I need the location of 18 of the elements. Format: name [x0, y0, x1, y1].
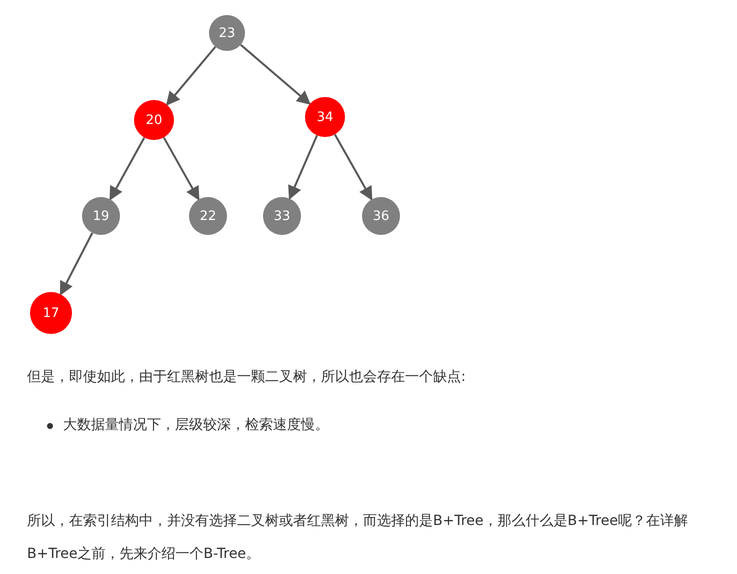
- tree-node-circle: 17: [30, 292, 72, 334]
- arrow: [334, 134, 373, 201]
- arrow: [60, 232, 94, 296]
- tree-node-circle: 34: [305, 97, 345, 137]
- arrow: [288, 134, 318, 200]
- arrow: [109, 137, 146, 201]
- paragraph-text: 所以，在索引结构中，并没有选择二叉树或者红黑树，而选择的是B+Tree，那么什么是B+Tree呢？在详解B+Tree之前，先来介绍一个B-Tree。: [27, 512, 690, 564]
- tree-node-circle: 19: [82, 197, 120, 235]
- tree-node-circle: 22: [189, 197, 227, 235]
- tree-node-circle: 20: [134, 100, 174, 140]
- paragraph-text: 但是，即使如此，由于红黑树也是一颗二叉树，所以也会存在一个缺点:: [27, 368, 467, 387]
- arrow: [240, 44, 311, 105]
- tree-node-circle: 36: [362, 197, 400, 235]
- paragraph-text: 大数据量情况下，层级较深，检索速度慢。: [63, 416, 330, 435]
- tree-node-circle: 33: [263, 197, 301, 235]
- tree-node-circle: 23: [209, 15, 245, 51]
- arrow: [166, 46, 216, 106]
- arrow: [162, 136, 200, 201]
